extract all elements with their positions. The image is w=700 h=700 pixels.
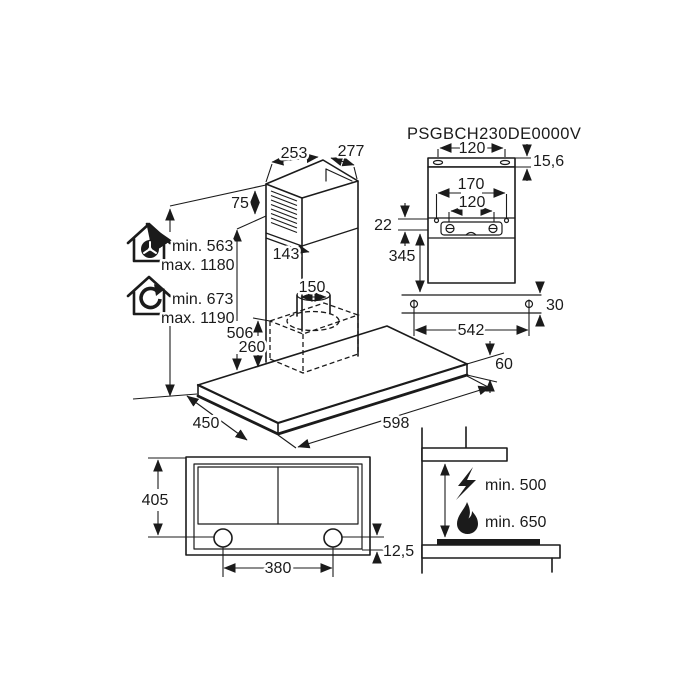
recirculation-box	[268, 302, 360, 374]
dim-345-label: 345	[389, 248, 416, 265]
dim-253-tick	[265, 163, 273, 183]
exhaust-house-icon	[126, 222, 172, 263]
dim-125-label: 12,5	[383, 543, 414, 560]
duct-opening	[286, 310, 340, 332]
dim-450-label: 450	[193, 415, 220, 432]
ducted-min-label: min. 563	[172, 238, 233, 255]
height-line-base-tick	[132, 393, 198, 400]
dim-253-label: 253	[281, 145, 308, 162]
dim-125-ticks	[342, 536, 386, 551]
dim-277-tick	[353, 166, 358, 180]
hob-surface	[437, 539, 540, 545]
chimney-top-rim	[265, 159, 359, 199]
dim-120top-label: 120	[459, 140, 486, 157]
leader-chimney-joint	[236, 215, 267, 230]
bottom-inner	[193, 463, 363, 550]
ducted-max-label: max. 1180	[161, 257, 235, 274]
recirc-max-label: max. 1190	[161, 310, 235, 327]
bottom-outer	[185, 456, 371, 556]
mounting-flange	[427, 157, 516, 168]
dim-120b-label: 120	[459, 194, 486, 211]
dim-277-label: 277	[338, 143, 365, 160]
dim-120b-drops	[448, 212, 495, 222]
bracket-zone-lines	[427, 217, 516, 239]
dim-260-label: 260	[239, 339, 266, 356]
dim-156-label: 15,6	[533, 153, 564, 170]
chimney-inner-fold	[325, 168, 353, 182]
dim-170-drops	[435, 194, 508, 218]
clearance-view: min. 500 min. 650	[421, 426, 561, 574]
flame-icon	[457, 502, 478, 534]
electric-clearance-label: min. 500	[485, 477, 546, 494]
dim-598-line	[297, 385, 491, 449]
dim-75-label: 75	[231, 195, 249, 212]
dim-150-label: 150	[299, 279, 326, 296]
dim-405-ticks	[148, 457, 214, 538]
dim-598-tick-left	[277, 434, 297, 449]
dim-450-line	[186, 395, 248, 441]
gas-clearance-label: min. 650	[485, 514, 546, 531]
dim-506-label: 506	[227, 325, 254, 342]
chimney-vent-slats	[270, 190, 298, 234]
bracket-hole-right	[503, 217, 510, 224]
leader-chimney-top	[169, 184, 267, 207]
rear-view: PSGBCH230DE0000V 120 15,6 170	[372, 123, 584, 342]
dim-542-drops	[413, 308, 530, 336]
bracket-notch	[465, 231, 477, 236]
dim-380-drops	[222, 547, 334, 577]
dim-170-label: 170	[458, 176, 485, 193]
model-number: PSGBCH230DE0000V	[407, 125, 581, 143]
dim-260-tick	[252, 317, 271, 322]
dim-22-label: 22	[374, 217, 392, 234]
recirculation-house-icon	[126, 275, 172, 316]
hob-body	[421, 544, 561, 559]
recirc-min-label: min. 673	[172, 291, 233, 308]
lamp-left	[213, 528, 233, 548]
duct-collar	[296, 294, 331, 317]
chimney-rear	[427, 166, 516, 284]
dim-380-label: 380	[265, 560, 292, 577]
clearance-hood	[421, 447, 508, 462]
mounting-bracket	[440, 221, 503, 236]
dim-156-ext	[515, 157, 531, 168]
hood-body-corners	[197, 363, 468, 435]
perspective-view: 253 277 75 506 260 143 150 450 598	[126, 141, 516, 449]
dim-542-label: 542	[458, 322, 485, 339]
dim-22-leaders	[398, 218, 428, 231]
dim-598-tick-right	[466, 375, 489, 388]
dim-405-label: 405	[142, 492, 169, 509]
dim-30-label: 30	[546, 297, 564, 314]
body-rear-lines	[401, 294, 542, 314]
bottom-view: 405 380 12,5	[139, 456, 417, 580]
flange-slot-right	[499, 159, 511, 166]
dim-143-leader	[292, 244, 310, 254]
dim-120top-drops	[437, 149, 506, 157]
dim-60-label: 60	[495, 356, 513, 373]
dim-598-label: 598	[383, 415, 410, 432]
lightning-icon	[456, 467, 476, 500]
dim-143-label: 143	[273, 246, 300, 263]
dim-277-line	[330, 156, 355, 167]
flange-slot-left	[432, 159, 444, 166]
lamp-right	[323, 528, 343, 548]
dim-253-line	[271, 153, 319, 166]
bracket-hole-left	[433, 217, 440, 224]
